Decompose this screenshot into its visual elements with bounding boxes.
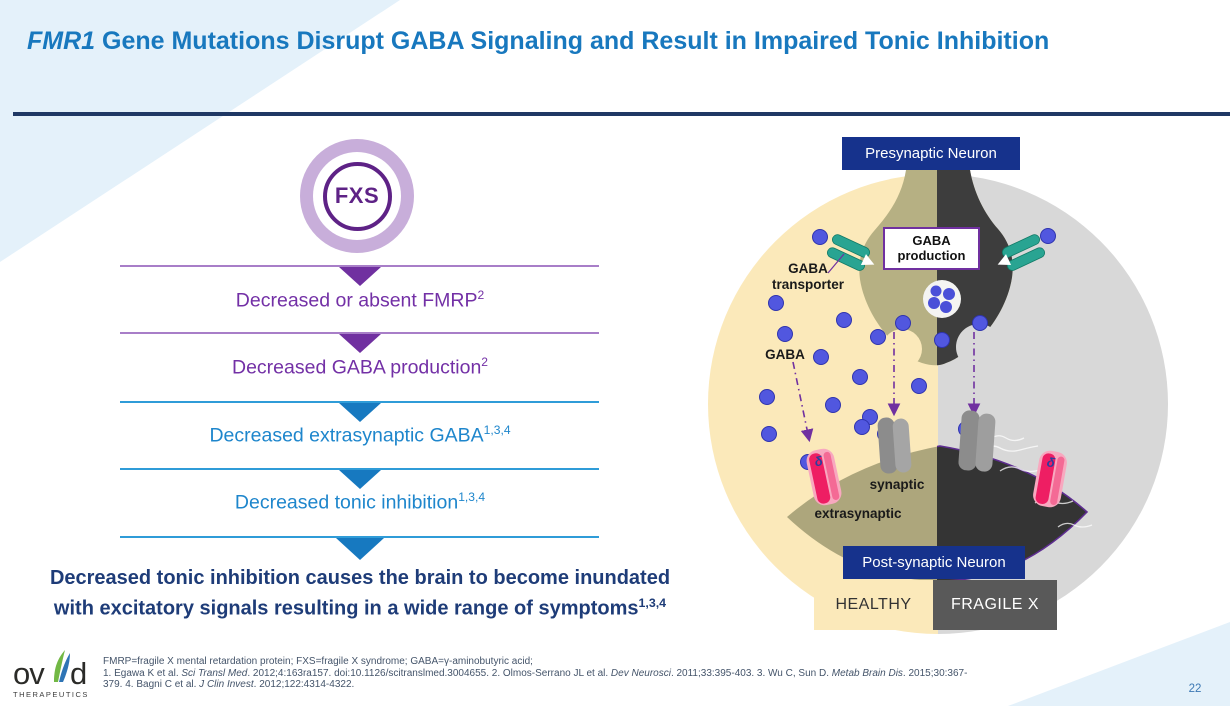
flow-arrow-down-icon: [339, 403, 381, 422]
flow-line-1: [120, 265, 599, 267]
extrasynaptic-receptor-icon: δ: [1033, 450, 1067, 508]
fxs-badge-icon: FXS: [300, 139, 414, 253]
healthy-legend: HEALTHY: [814, 580, 933, 630]
svg-text:THERAPEUTICS: THERAPEUTICS: [13, 690, 89, 699]
page-number: 22: [1188, 683, 1202, 695]
svg-text:ov: ov: [13, 656, 45, 691]
svg-text:d: d: [70, 656, 86, 691]
footnote: FMRP=fragile X mental retardation protei…: [103, 656, 1053, 691]
flow-step-3: Decreased extrasynaptic GABA1,3,4: [209, 423, 511, 447]
gaba-transporter-icon: [997, 234, 1045, 271]
presynaptic-neuron-tag: Presynaptic Neuron: [842, 137, 1020, 170]
neuron-diagram: δ δ: [690, 133, 1182, 645]
svg-text:δ: δ: [813, 453, 824, 469]
title-divider: [13, 112, 1230, 116]
fxs-label: FXS: [322, 161, 392, 231]
page-title: FMR1 Gene Mutations Disrupt GABA Signali…: [27, 27, 1050, 55]
footnote-line: 1. Egawa K et al. Sci Transl Med. 2012;4…: [103, 667, 968, 679]
flow-arrow-down-icon: [339, 470, 381, 489]
extrasynaptic-label: extrasynaptic: [814, 506, 902, 521]
gaba-molecule-dots: [759, 228, 1056, 470]
gaba-transporter-icon: [827, 234, 875, 271]
footnote-line: 379. 4. Bagni C et al. J Clin Invest. 20…: [103, 679, 355, 690]
conclusion-text: Decreased tonic inhibition causes the br…: [49, 567, 671, 620]
flow-line-3: [120, 401, 599, 403]
flow-line-5: [120, 536, 599, 538]
vesicle-icon: [923, 280, 961, 318]
gaba-release-arrows: [792, 332, 981, 443]
flow-arrow-down-icon: [339, 267, 381, 286]
synaptic-receptor-icon: [877, 417, 912, 474]
synaptic-receptor-icon: [958, 410, 996, 472]
flow-step-1: Decreased or absent FMRP2: [235, 288, 485, 312]
footnote-line: FMRP=fragile X mental retardation protei…: [103, 656, 533, 667]
flow-arrow-down-icon: [336, 538, 384, 560]
gaba-transporter-label: GABA transporter: [771, 261, 844, 293]
gaba-label: GABA: [765, 347, 805, 362]
flow-line-4: [120, 468, 599, 470]
svg-text:δ: δ: [1046, 454, 1056, 470]
synaptic-label: synaptic: [869, 477, 925, 492]
logo-leaf-green: [54, 650, 65, 682]
flow-arrow-down-icon: [339, 334, 381, 353]
logo-leaf-blue: [59, 653, 70, 682]
flow-step-4: Decreased tonic inhibition1,3,4: [234, 490, 486, 514]
transporter-pointer-line: [827, 253, 845, 274]
fragile-x-legend: FRAGILE X: [933, 580, 1057, 630]
extrasynaptic-receptor-icon: δ: [806, 448, 842, 506]
flow-step-2: Decreased GABA production2: [231, 355, 489, 379]
postsynaptic-neuron-tag: Post-synaptic Neuron: [843, 546, 1025, 579]
flow-line-2: [120, 332, 599, 334]
gaba-production-box: GABA production: [883, 227, 980, 270]
ovid-logo: ov d THERAPEUTICS: [12, 648, 100, 706]
